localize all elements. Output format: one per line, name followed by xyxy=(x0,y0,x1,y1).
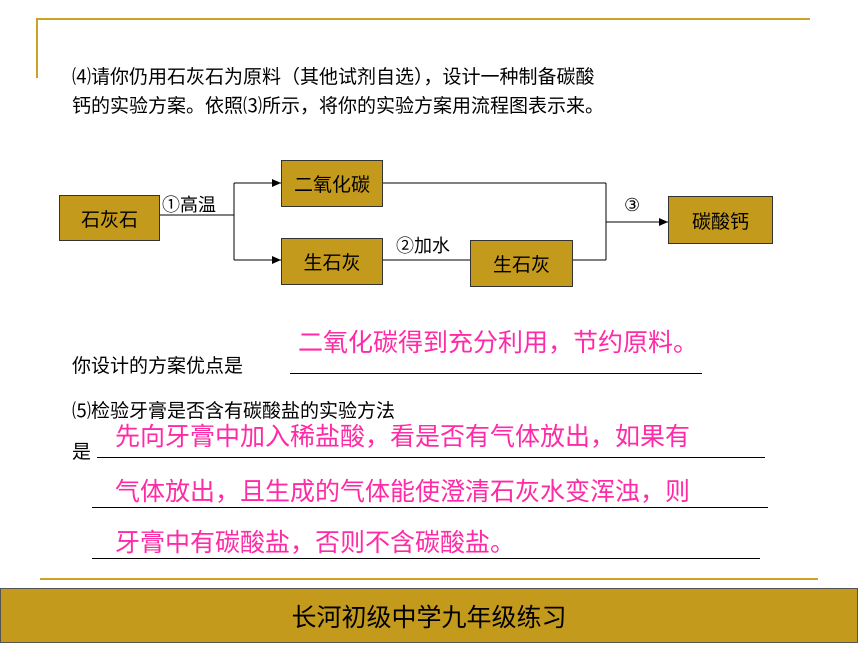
top-decor-line xyxy=(36,18,810,20)
advantage-underline xyxy=(290,373,702,374)
question4-line2: 钙的实验方案。依照⑶所示，将你的实验方案用流程图表示来。 xyxy=(72,95,605,117)
advantage-prompt: 你设计的方案优点是 xyxy=(72,355,244,377)
footer-title: 长河初级中学九年级练习 xyxy=(291,602,567,632)
step2-label: ②加水 xyxy=(396,236,450,257)
question5-answer-line1: 先向牙膏中加入稀盐酸，看是否有气体放出，如果有 xyxy=(115,422,691,451)
question5-underline-1 xyxy=(97,457,765,458)
question5-prompt-line1: ⑸检验牙膏是否含有碳酸盐的实验方法 xyxy=(72,400,396,422)
question5-underline-3 xyxy=(92,558,760,559)
advantage-answer: 二氧化碳得到充分利用，节约原料。 xyxy=(298,328,699,357)
question5-answer-line3: 牙膏中有碳酸盐，否则不含碳酸盐。 xyxy=(115,528,516,557)
box-co2: 二氧化碳 xyxy=(281,160,383,207)
box-limestone: 石灰石 xyxy=(59,195,160,241)
question5-prompt-line2: 是 xyxy=(72,441,92,463)
box-quicklime-1: 生石灰 xyxy=(281,238,383,285)
question5-answer-line2: 气体放出，且生成的气体能使澄清石灰水变浑浊，则 xyxy=(115,477,691,506)
footer-banner: 长河初级中学九年级练习 xyxy=(0,588,858,643)
question4-line1: ⑷请你仍用石灰石为原料（其他试剂自选），设计一种制备碳酸 xyxy=(72,66,595,88)
box-caco3: 碳酸钙 xyxy=(668,196,773,244)
step1-label: ①高温 xyxy=(162,195,216,216)
bottom-decor-line xyxy=(40,578,818,580)
box-quicklime-2: 生石灰 xyxy=(470,240,573,287)
left-decor-line xyxy=(36,18,38,78)
question5-underline-2 xyxy=(92,507,768,508)
step3-label: ③ xyxy=(624,195,641,216)
